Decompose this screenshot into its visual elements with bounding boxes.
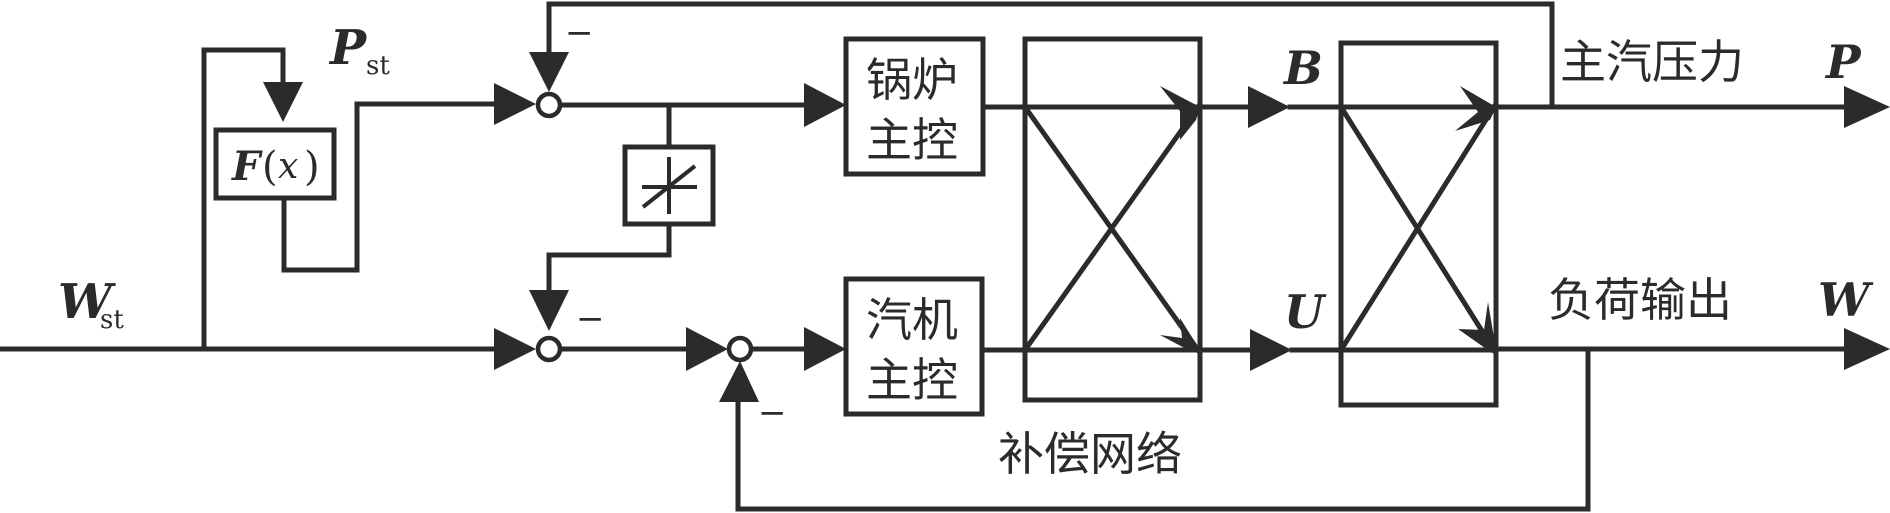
compensation-network-block: 补偿网络	[979, 36, 1203, 481]
label-pst: P st	[328, 20, 390, 81]
network-arrowhead-top	[1160, 86, 1200, 140]
pst-path	[281, 83, 536, 273]
plant-arrowhead-top	[1455, 86, 1496, 131]
summing-junction-pressure: −	[529, 1, 1555, 127]
plant-block	[1287, 40, 1499, 408]
deadzone-block	[529, 102, 716, 331]
wst-to-fx-line	[201, 47, 286, 352]
sum2-minus-sign: −	[576, 299, 605, 339]
arrow-into-boiler	[804, 83, 846, 127]
arrow-into-sum3	[686, 327, 728, 371]
sum3-circle	[726, 335, 754, 363]
signal-u: U	[1197, 285, 1327, 371]
summing-junction-feedback: −	[719, 327, 1591, 512]
arrow-deadzone-into-sum2	[529, 290, 569, 331]
function-block-fx: F ( x )	[213, 127, 337, 201]
deadzone-slope	[641, 164, 697, 209]
arrow-feedback-into-sum3	[719, 361, 759, 402]
load-output-symbol: W	[1818, 273, 1874, 327]
fx-func: F	[231, 143, 263, 190]
pst-subscript: st	[366, 51, 390, 81]
pressure-output-symbol: P	[1824, 35, 1862, 89]
label-wst: W st	[58, 274, 124, 335]
load-feedback-line	[735, 346, 1591, 512]
arrow-pressure-output	[1844, 86, 1890, 128]
fx-output-line	[281, 101, 501, 273]
pressure-feedback-line	[546, 1, 1555, 109]
pressure-output-label: 主汽压力	[1560, 35, 1744, 89]
turbine-controller-label-2: 主控	[866, 353, 958, 407]
plant-box	[1338, 40, 1499, 408]
compensation-network-box	[1022, 36, 1203, 403]
boiler-controller-label-2: 主控	[866, 113, 958, 167]
output-load: 负荷输出 W	[1493, 273, 1890, 370]
plant-cross-line-2	[1337, 103, 1498, 354]
arrow-feedback-into-sum1	[529, 52, 569, 92]
b-label: B	[1282, 41, 1323, 95]
arrow-into-fx	[263, 82, 303, 122]
load-output-label: 负荷输出	[1548, 273, 1732, 327]
network-arrowhead-bottom	[1160, 318, 1200, 352]
wst-subscript: st	[100, 305, 124, 335]
arrow-into-sum2	[494, 328, 536, 370]
compensation-network-label: 补偿网络	[998, 427, 1182, 481]
sum1-minus-sign: −	[565, 13, 594, 53]
network-cross-line-2	[1021, 103, 1202, 354]
boiler-controller-label-1: 锅炉	[866, 53, 958, 107]
turbine-controller-box	[843, 276, 985, 417]
turbine-controller-block: 汽机 主控	[843, 276, 985, 417]
arrow-b	[1248, 86, 1290, 128]
fx-arg: x	[278, 146, 298, 187]
sum1-circle	[535, 91, 563, 119]
arrow-into-sum1	[494, 83, 536, 125]
deadzone-output-line	[546, 221, 672, 293]
fx-box	[213, 127, 337, 201]
arrow-u	[1250, 329, 1292, 371]
fx-open-paren: (	[262, 144, 278, 190]
output-pressure: 主汽压力 P	[1493, 35, 1890, 128]
arrow-into-turbine	[804, 327, 846, 371]
signal-b: B	[1197, 41, 1323, 128]
load-setpoint-path	[0, 47, 536, 370]
arrow-load-output	[1844, 328, 1890, 370]
fx-close-paren: )	[304, 144, 320, 190]
u-label: U	[1284, 285, 1327, 339]
sum2-circle	[535, 335, 563, 363]
sum3-minus-sign: −	[758, 393, 787, 433]
summing-junction-load: −	[535, 299, 728, 371]
boiler-controller-box	[843, 36, 986, 177]
wst-symbol: W	[58, 274, 116, 330]
boiler-controller-block: 锅炉 主控	[843, 36, 986, 177]
pst-symbol: P	[328, 20, 368, 76]
plant-arrowhead-bottom	[1458, 302, 1496, 353]
turbine-controller-label-1: 汽机	[866, 293, 958, 347]
